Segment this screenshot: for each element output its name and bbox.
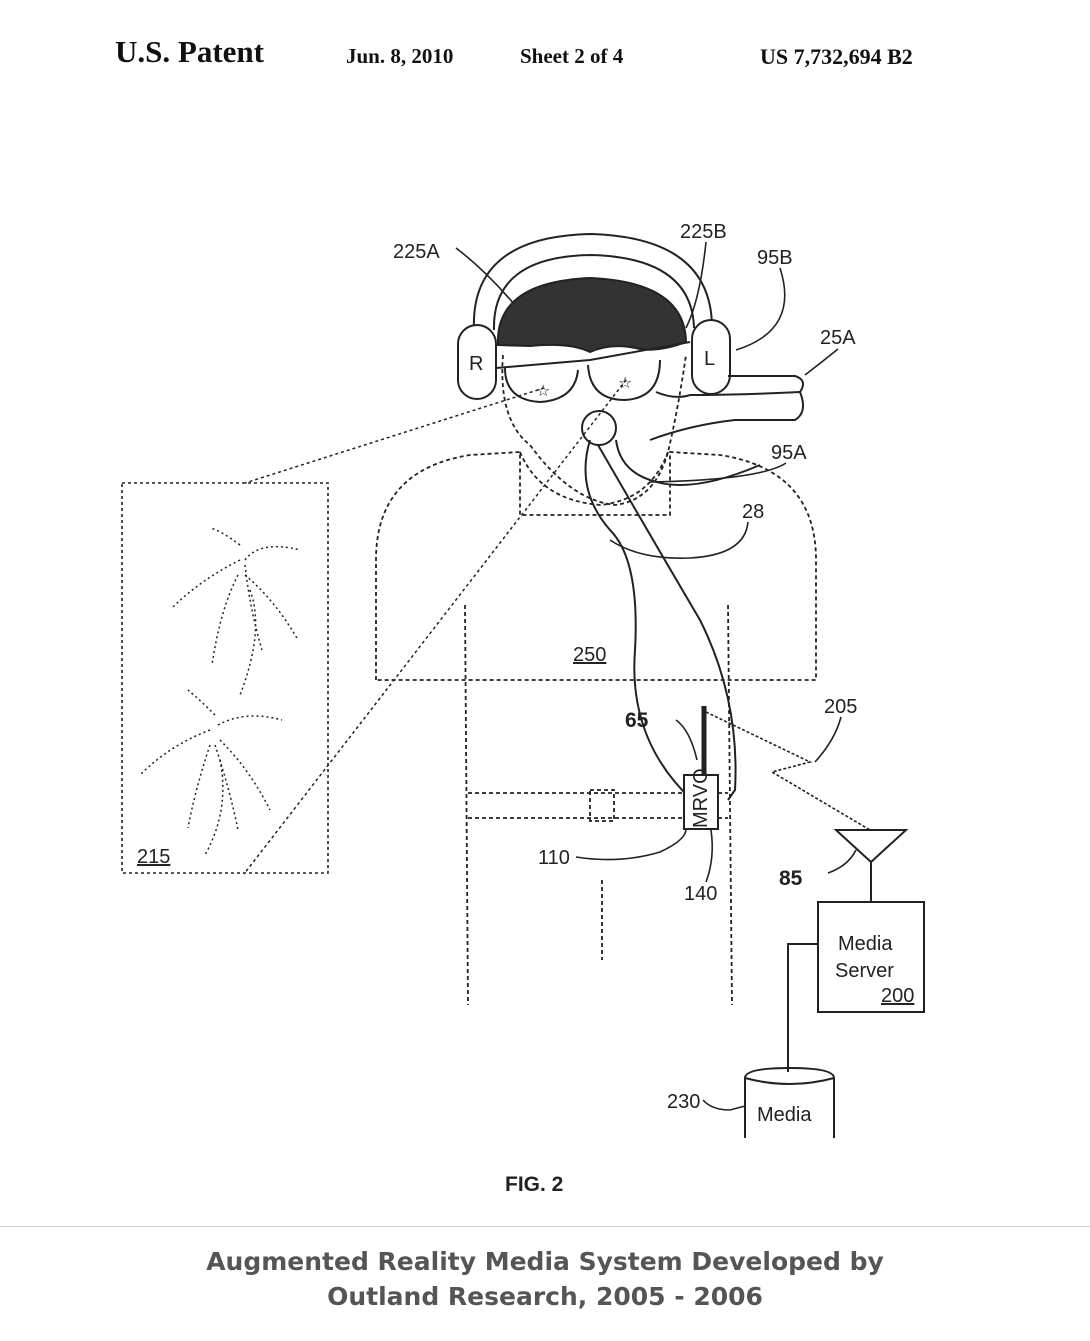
hair: [496, 276, 688, 354]
patent-sheet: Sheet 2 of 4: [520, 44, 624, 68]
media-server-number: 200: [881, 985, 914, 1007]
wireless-link: [705, 711, 871, 831]
label-140: 140: [684, 883, 717, 905]
label-85: 85: [779, 867, 803, 890]
mrvo-device: [683, 774, 719, 830]
label-95A: 95A: [771, 442, 807, 464]
patent-title: U.S. Patent: [115, 34, 264, 69]
media-server-label-1: Media: [838, 933, 893, 955]
palm-trees-image: [139, 527, 301, 856]
label-25A: 25A: [820, 327, 856, 349]
media-server-label-2: Server: [835, 960, 894, 982]
svg-text:☆: ☆: [536, 381, 550, 400]
svg-text:☆: ☆: [618, 373, 632, 392]
earpiece-right-label: R: [469, 353, 483, 375]
caption-line-2: Outland Research, 2005 - 2006: [327, 1282, 763, 1311]
label-225B: 225B: [680, 221, 727, 243]
label-110: 110: [538, 847, 570, 869]
caption-divider: [0, 1226, 1090, 1227]
label-225A: 225A: [393, 241, 440, 263]
face-outline: [501, 354, 687, 506]
image-caption: Augmented Reality Media System Developed…: [0, 1244, 1090, 1314]
label-250: 250: [573, 644, 606, 666]
glasses: [495, 341, 691, 369]
label-215: 215: [137, 846, 170, 868]
label-28: 28: [742, 501, 764, 523]
torso-outline: [375, 451, 817, 1006]
mrvo-label: MRVO: [690, 768, 712, 828]
figure-label: FIG. 2: [505, 1173, 563, 1196]
belt: [468, 789, 728, 822]
microphone: [581, 410, 617, 446]
leader-lines: [455, 241, 857, 1111]
label-230: 230: [667, 1091, 700, 1113]
cable: [584, 439, 693, 801]
patent-date: Jun. 8, 2010: [346, 44, 454, 68]
label-95B: 95B: [757, 247, 793, 269]
media-database-label: Media: [757, 1104, 812, 1126]
label-65: 65: [625, 709, 649, 732]
media-database: [744, 1066, 835, 1138]
caption-line-1: Augmented Reality Media System Developed…: [206, 1247, 884, 1276]
patent-header: U.S. Patent Jun. 8, 2010 Sheet 2 of 4 US…: [0, 30, 1090, 80]
virtual-image-frame: [121, 482, 329, 874]
earpiece-right: [457, 324, 497, 400]
media-server-box: [817, 901, 925, 1013]
sightlines: [243, 379, 627, 875]
server-antenna: [833, 829, 909, 902]
earpiece-left-label: L: [704, 348, 715, 370]
patent-number: US 7,732,694 B2: [760, 44, 913, 69]
label-205: 205: [824, 696, 857, 718]
